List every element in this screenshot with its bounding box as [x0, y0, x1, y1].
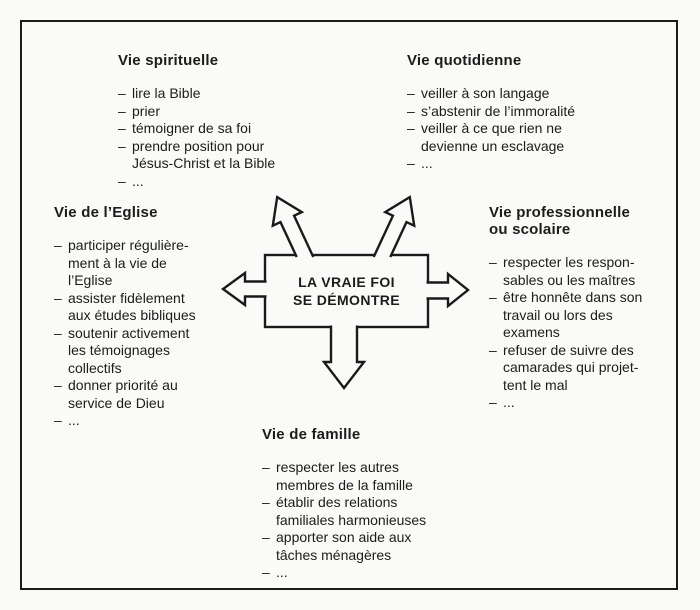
- list-item-text: soutenir activement les témoignages coll…: [68, 324, 190, 376]
- list-item-text: ...: [68, 412, 80, 428]
- list-item: –...: [489, 394, 684, 412]
- section-title-quotidienne: Vie quotidienne: [407, 52, 522, 69]
- dash-marker: –: [118, 172, 126, 189]
- faith-arrows-diagram: [220, 195, 470, 390]
- arrow-up-left-icon: [271, 195, 315, 258]
- dash-marker: –: [262, 564, 270, 580]
- center-label-line1: LA VRAIE FOI: [298, 274, 395, 290]
- list-item: –s’abstenir de l’immoralité: [407, 103, 647, 121]
- list-item: –soutenir activement les témoignages col…: [54, 325, 244, 378]
- list-professionnelle: –respecter les respon- sables ou les maî…: [489, 254, 684, 412]
- section-vie-de-l-eglise: Vie de l’Eglise –participer régulière- m…: [54, 204, 244, 430]
- dash-marker: –: [118, 102, 126, 119]
- list-item-text: prendre position pour Jésus-Christ et la…: [132, 137, 276, 172]
- section-title-professionnelle: Vie professionnelle ou scolaire: [489, 204, 631, 238]
- list-item: –veiller à son langage: [407, 85, 647, 103]
- dash-marker: –: [118, 120, 126, 136]
- section-title-spirituelle: Vie spirituelle: [118, 52, 219, 69]
- list-item-text: respecter les autres membres de la famil…: [276, 459, 413, 493]
- list-item-text: veiller à son langage: [421, 85, 550, 101]
- arrow-down-icon: [321, 325, 367, 390]
- list-item-text: refuser de suivre des camarades qui proj…: [503, 341, 639, 393]
- center-box-label: LA VRAIE FOI SE DÉMONTRE: [265, 255, 428, 327]
- list-item: –apporter son aide aux tâches ménagères: [262, 529, 507, 564]
- dash-marker: –: [489, 289, 497, 305]
- dash-marker: –: [489, 254, 497, 270]
- list-item-text: prier: [132, 102, 161, 119]
- list-item-text: s’abstenir de l’immoralité: [421, 102, 576, 119]
- list-item: –...: [407, 155, 647, 173]
- list-item-text: assister fidèlement aux études bibliques: [68, 289, 196, 324]
- list-item: –refuser de suivre des camarades qui pro…: [489, 342, 684, 395]
- arrow-up-right-icon: [372, 195, 416, 258]
- list-item-text: donner priorité au service de Dieu: [68, 377, 178, 411]
- dash-marker: –: [262, 529, 270, 545]
- list-famille: –respecter les autres membres de la fami…: [262, 459, 507, 582]
- arrow-right-icon: [426, 271, 470, 309]
- list-item: –...: [54, 412, 244, 430]
- list-item-text: témoigner de sa foi: [132, 120, 252, 136]
- list-item-text: apporter son aide aux tâches ménagères: [276, 529, 412, 563]
- dash-marker: –: [54, 289, 62, 306]
- list-item: –prendre position pour Jésus-Christ et l…: [118, 138, 343, 173]
- list-item: –donner priorité au service de Dieu: [54, 377, 244, 412]
- list-item: –lire la Bible: [118, 85, 343, 103]
- list-item: –veiller à ce que rien ne devienne un es…: [407, 120, 647, 155]
- list-item-text: ...: [276, 564, 288, 580]
- list-item: –assister fidèlement aux études biblique…: [54, 290, 244, 325]
- list-item: –respecter les respon- sables ou les maî…: [489, 254, 684, 289]
- list-spirituelle: –lire la Bible–prier–témoigner de sa foi…: [118, 85, 343, 190]
- dash-marker: –: [118, 137, 126, 154]
- list-item: –témoigner de sa foi: [118, 120, 343, 138]
- dash-marker: –: [54, 377, 62, 393]
- section-vie-professionnelle: Vie professionnelle ou scolaire –respect…: [489, 204, 684, 412]
- list-item: –...: [262, 564, 507, 582]
- dash-marker: –: [262, 459, 270, 475]
- list-item-text: ...: [503, 394, 515, 410]
- list-item-text: lire la Bible: [132, 85, 201, 101]
- list-item: –respecter les autres membres de la fami…: [262, 459, 507, 494]
- dash-marker: –: [489, 394, 497, 410]
- list-item-text: ...: [421, 155, 433, 171]
- dash-marker: –: [54, 324, 62, 341]
- dash-marker: –: [54, 237, 62, 253]
- arrow-left-icon: [220, 270, 267, 308]
- list-item: –...: [118, 173, 343, 191]
- list-item-text: établir des relations familiales harmoni…: [276, 494, 427, 528]
- dash-marker: –: [489, 341, 497, 358]
- list-eglise: –participer régulière- ment à la vie de …: [54, 237, 244, 430]
- section-title-eglise: Vie de l’Eglise: [54, 204, 158, 221]
- list-item-text: être honnête dans son travail ou lors de…: [503, 289, 643, 340]
- list-item-text: respecter les respon- sables ou les maît…: [503, 254, 636, 288]
- section-title-famille: Vie de famille: [262, 426, 361, 443]
- center-label-line2: SE DÉMONTRE: [292, 292, 401, 308]
- dash-marker: –: [407, 120, 415, 136]
- section-vie-quotidienne: Vie quotidienne –veiller à son langage–s…: [407, 52, 647, 173]
- list-quotidienne: –veiller à son langage–s’abstenir de l’i…: [407, 85, 647, 173]
- dash-marker: –: [407, 155, 415, 171]
- dash-marker: –: [54, 412, 62, 428]
- list-item-text: veiller à ce que rien ne devienne un esc…: [421, 120, 565, 154]
- center-box: [263, 253, 430, 329]
- list-item: –être honnête dans son travail ou lors d…: [489, 289, 684, 342]
- section-vie-spirituelle: Vie spirituelle –lire la Bible–prier–tém…: [118, 52, 343, 190]
- list-item: –participer régulière- ment à la vie de …: [54, 237, 244, 290]
- dash-marker: –: [118, 85, 126, 101]
- list-item: –prier: [118, 103, 343, 121]
- dash-marker: –: [262, 494, 270, 510]
- list-item: –établir des relations familiales harmon…: [262, 494, 507, 529]
- dash-marker: –: [407, 85, 415, 101]
- dash-marker: –: [407, 102, 415, 119]
- list-item-text: ...: [132, 172, 144, 189]
- list-item-text: participer régulière- ment à la vie de l…: [68, 237, 189, 288]
- section-vie-de-famille: Vie de famille –respecter les autres mem…: [262, 426, 507, 582]
